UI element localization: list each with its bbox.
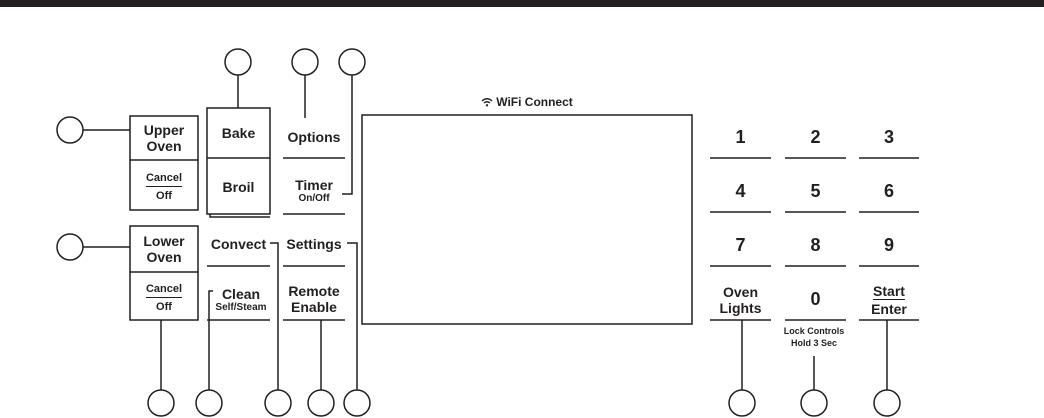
upper-cancel-off-button[interactable]: Cancel Off [130,164,198,208]
timer-button[interactable]: Timer On/Off [283,172,345,210]
lower-cancel-label: Cancel [145,282,183,298]
upper-off-label: Off [156,189,172,202]
key-1-label: 1 [735,127,746,147]
clean-sub-label: Self/Steam [215,302,267,313]
convect-button[interactable]: Convect [207,234,270,254]
lower-oven-box [129,225,199,321]
upper-oven-line2: Oven [146,138,182,154]
bake-broil-box [206,107,271,215]
lower-oven-line1: Lower [143,233,185,249]
callout-circle-cancel-off [147,389,175,417]
key-8-label: 8 [810,235,821,255]
callout-circle-settings [343,389,371,417]
callout-circle-lower-oven [56,233,84,261]
oven-lights-button[interactable]: Oven Lights [710,283,771,317]
lower-off-label: Off [156,300,172,313]
key-5-label: 5 [810,181,821,201]
key-9-label: 9 [883,235,894,255]
settings-button[interactable]: Settings [283,234,345,254]
remote-enable-button[interactable]: Remote Enable [283,282,345,316]
callout-circle-clean [195,389,223,417]
key-0-label: 0 [810,289,821,309]
callout-circle-oven-lights [728,389,756,417]
key-9[interactable]: 9 [859,232,919,258]
clean-button[interactable]: Clean Self/Steam [212,284,270,316]
callout-circle-upper-oven [56,116,84,144]
wifi-icon [481,98,493,107]
key-3-label: 3 [883,127,894,147]
key-6-label: 6 [883,181,894,201]
oven-lights-line2: Lights [719,300,762,316]
key-7-label: 7 [735,235,746,255]
callout-circle-lock [800,389,828,417]
lock-controls-line2: Hold 3 Sec [790,338,837,348]
key-7[interactable]: 7 [710,232,771,258]
broil-label: Broil [222,179,255,195]
bake-button[interactable]: Bake [207,110,270,156]
bake-label: Bake [221,125,256,141]
timer-sub-label: On/Off [298,193,330,204]
remote-line1: Remote [288,283,340,299]
lower-cancel-off-button[interactable]: Cancel Off [130,276,198,318]
clean-label: Clean [221,286,261,302]
wifi-connect-text: WiFi Connect [496,95,573,109]
key-6[interactable]: 6 [859,178,919,204]
start-enter-button[interactable]: Start Enter [859,283,919,317]
key-5[interactable]: 5 [785,178,846,204]
key-4-label: 4 [735,181,746,201]
upper-oven-box [129,115,199,211]
key-1[interactable]: 1 [710,124,771,150]
key-2[interactable]: 2 [785,124,846,150]
lower-oven-button[interactable]: Lower Oven [130,228,198,270]
lower-oven-line2: Oven [146,249,182,265]
callout-circle-options [291,48,319,76]
options-label: Options [287,129,341,145]
key-2-label: 2 [810,127,821,147]
display-screen [361,114,693,325]
options-button[interactable]: Options [283,120,345,154]
lock-controls-line1: Lock Controls [783,326,845,336]
callout-circle-convect [264,389,292,417]
oven-lights-line1: Oven [722,284,758,300]
upper-oven-button[interactable]: Upper Oven [130,118,198,158]
convect-label: Convect [210,236,267,252]
callout-circle-remote [307,389,335,417]
remote-line2: Enable [291,299,337,315]
key-3[interactable]: 3 [859,124,919,150]
upper-cancel-label: Cancel [145,171,183,187]
broil-button[interactable]: Broil [207,162,270,212]
upper-oven-line1: Upper [143,122,185,138]
lock-controls-label: Lock Controls Hold 3 Sec [769,324,859,350]
enter-label: Enter [871,300,907,317]
timer-label: Timer [295,177,333,193]
key-4[interactable]: 4 [710,178,771,204]
callout-circle-timer [338,48,366,76]
callout-circle-bake-broil [224,48,252,76]
settings-label: Settings [286,236,342,252]
wifi-connect-label: WiFi Connect [462,94,592,110]
start-label: Start [873,282,905,300]
key-8[interactable]: 8 [785,232,846,258]
top-border [0,0,1044,7]
key-0[interactable]: 0 [785,286,846,312]
callout-circle-start [873,389,901,417]
